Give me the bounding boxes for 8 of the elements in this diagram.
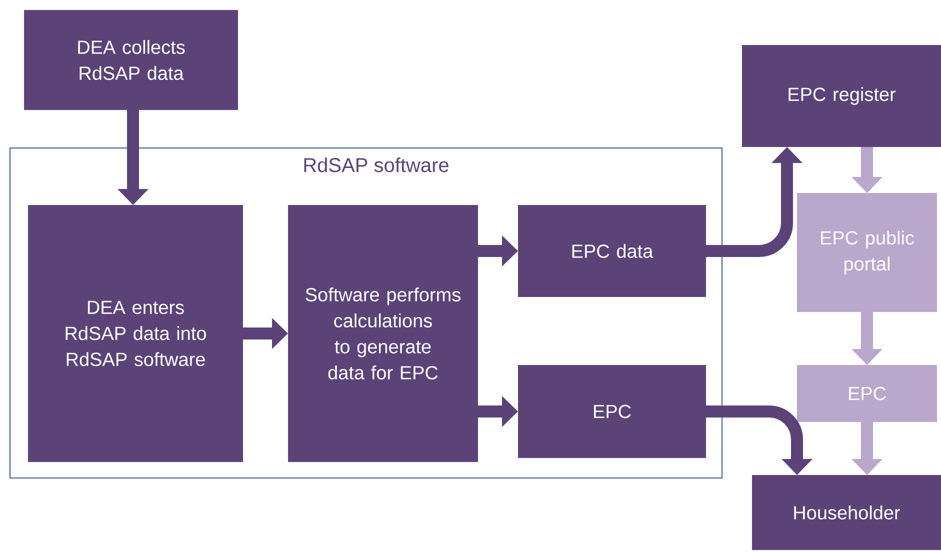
process-box: EPC public portal (797, 193, 937, 312)
process-box: DEA collects RdSAP data (24, 10, 238, 110)
process-box: Software performs calculations to generate data for EPC (288, 205, 478, 462)
process-box: EPC (518, 365, 706, 458)
process-box: DEA enters RdSAP data into RdSAP software (28, 205, 243, 462)
process-box: EPC data (518, 205, 706, 297)
process-box: Householder (752, 474, 941, 550)
process-box: EPC register (742, 45, 941, 147)
